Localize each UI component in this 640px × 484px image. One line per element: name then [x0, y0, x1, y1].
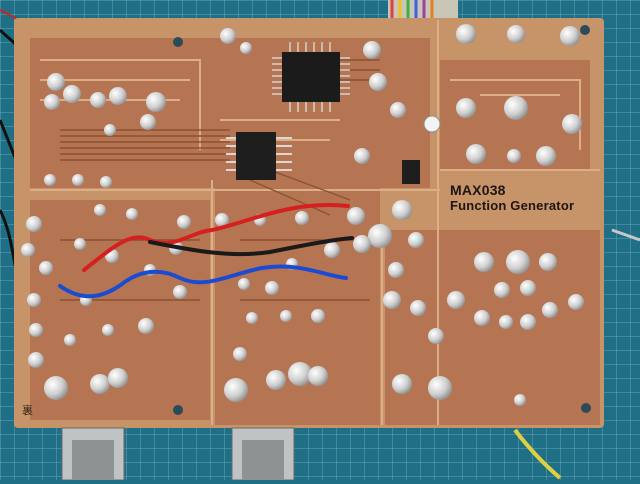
transistor-chip: [402, 160, 420, 184]
jumper-wire-black: [148, 236, 354, 257]
jumper-wire-blue: [58, 264, 348, 299]
yellow-lead: [513, 428, 562, 480]
board-title-line2: Function Generator: [450, 198, 575, 213]
board-title: MAX038 Function Generator: [450, 182, 574, 214]
corner-mark: 裏: [22, 404, 33, 417]
qfp-chip: [272, 42, 350, 112]
probe-lead: [611, 228, 640, 242]
soic-chip: [226, 132, 292, 180]
output-connectors: [61, 427, 295, 481]
solder-joints: [21, 24, 584, 406]
mounting-holes: [173, 25, 591, 415]
ribbon-cable: [388, 0, 458, 20]
board-title-line1: MAX038: [450, 182, 506, 198]
jumper-wire-red: [82, 203, 350, 272]
